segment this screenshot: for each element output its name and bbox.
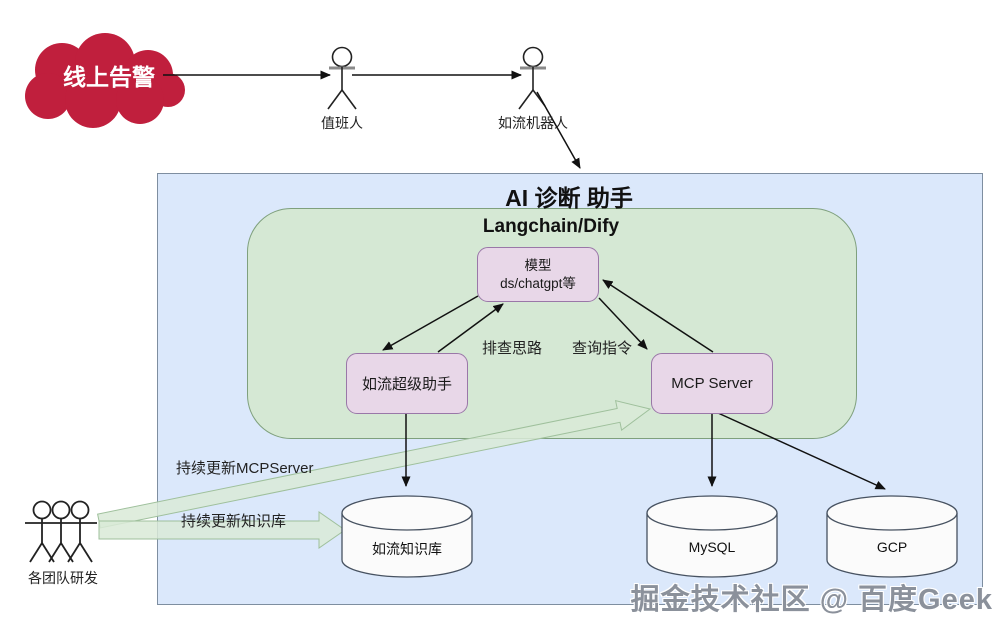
node-model: 模型 ds/chatgpt等	[477, 247, 599, 302]
node-super-assistant: 如流超级助手	[346, 353, 468, 414]
actor-dev-teams-label: 各团队研发	[28, 570, 98, 586]
cylinder-knowledge-base-label: 如流知识库	[372, 541, 442, 557]
edge-label-query-command: 查询指令	[572, 340, 633, 357]
node-model-line1: 模型	[524, 257, 552, 273]
actor-ruliu-bot-label: 如流机器人	[498, 115, 568, 131]
edge-label-troubleshooting: 排查思路	[482, 340, 543, 357]
actor-ruliu-bot	[518, 46, 546, 110]
framework-title: Langchain/Dify	[482, 216, 620, 237]
ai-assistant-title: AI 诊断 助手	[505, 185, 633, 211]
update-kb-label: 持续更新知识库	[181, 513, 287, 530]
alert-cloud-label: 线上告警	[63, 64, 155, 90]
node-super-assistant-label: 如流超级助手	[361, 376, 452, 393]
watermark-text: 掘金技术社区 @ 百度Geek说	[630, 584, 993, 616]
cylinder-mysql-label: MySQL	[688, 539, 736, 555]
actor-on-duty-label: 值班人	[321, 115, 363, 131]
node-mcp-server-label: MCP Server	[671, 375, 753, 392]
update-mcp-label: 持续更新MCPServer	[176, 460, 314, 477]
node-model-line2: ds/chatgpt等	[500, 275, 576, 291]
cylinder-gcp-label: GCP	[876, 539, 908, 555]
node-mcp-server: MCP Server	[651, 353, 773, 414]
actor-group-dev-teams	[25, 500, 97, 563]
actor-on-duty	[327, 46, 357, 110]
